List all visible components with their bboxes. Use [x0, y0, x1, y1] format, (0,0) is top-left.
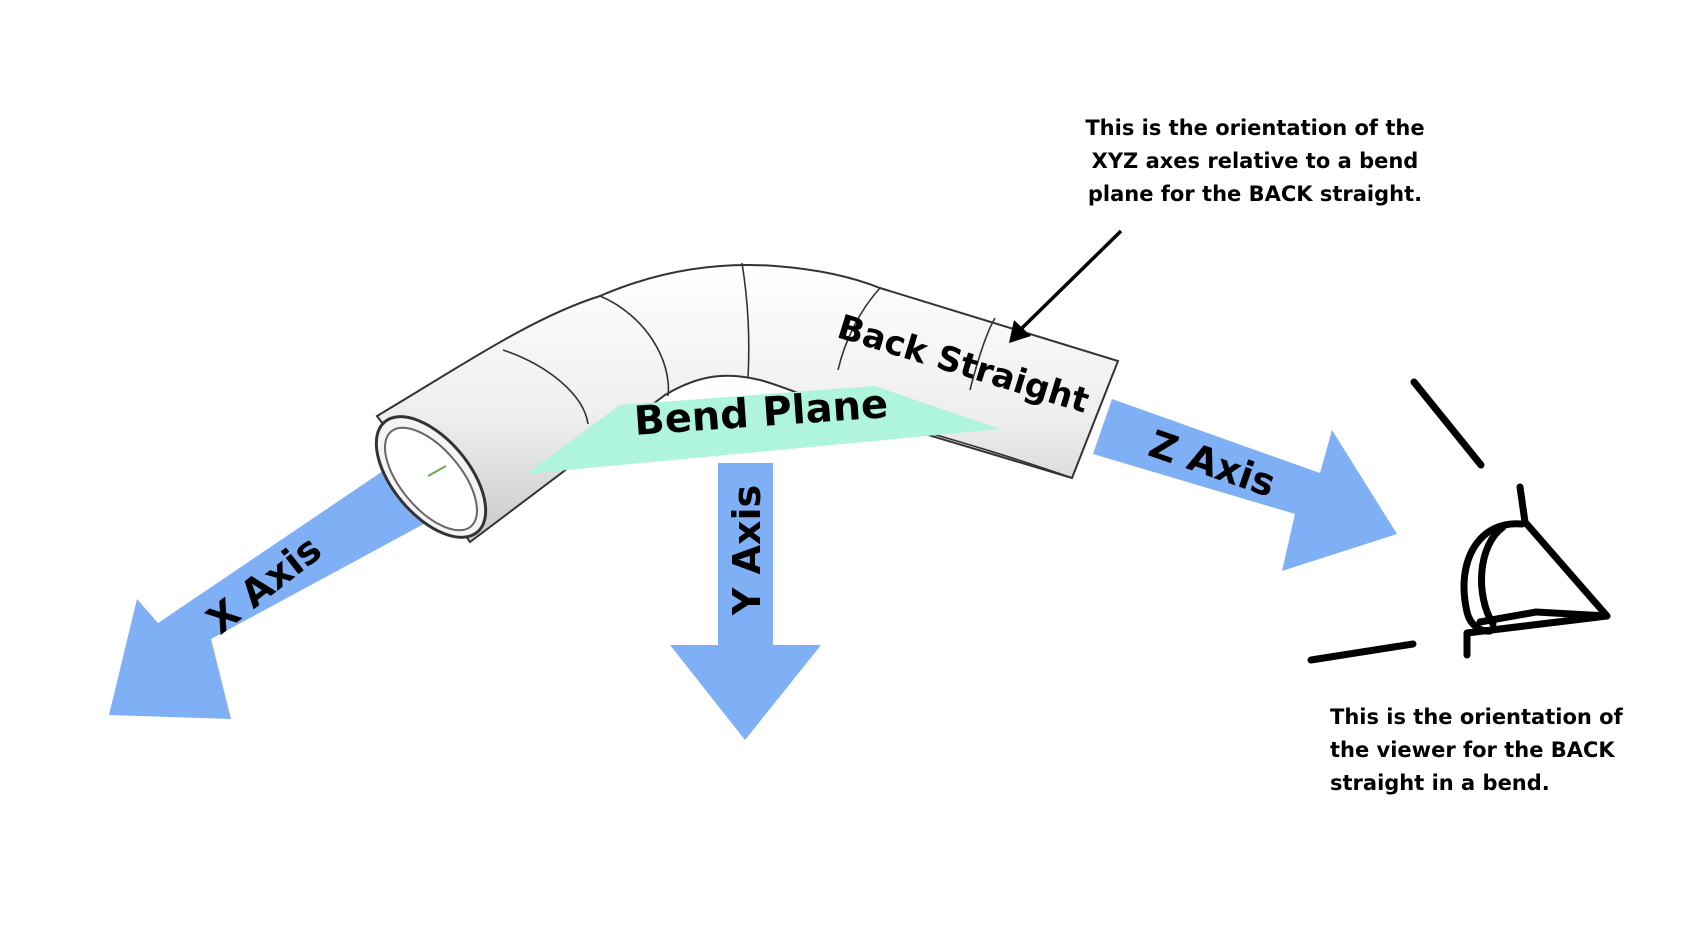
bend-plane — [526, 386, 1000, 474]
z-axis-label: Z Axis — [1143, 422, 1281, 506]
tube-opening-inner — [383, 426, 479, 532]
axes-orientation-note: This is the orientation of the XYZ axes … — [1085, 116, 1425, 206]
tube-segment-line — [837, 287, 881, 371]
y-axis-label: Y Axis — [725, 485, 769, 616]
x-axis-arrow — [109, 471, 433, 719]
tube-center-marker — [427, 465, 447, 477]
eye-icon — [1307, 378, 1611, 664]
tube-segment-line — [599, 295, 670, 397]
bent-tube — [374, 262, 1120, 544]
pointer-arrow — [1009, 229, 1123, 343]
tube-body — [375, 264, 1120, 544]
y-axis-arrow — [670, 463, 821, 740]
tube-segment-line — [502, 349, 589, 425]
z-axis-arrow — [1093, 399, 1397, 571]
tube-segment-line — [969, 317, 996, 391]
viewer-orientation-note: This is the orientation of the viewer fo… — [1330, 705, 1623, 795]
tube-segment-line — [741, 262, 750, 379]
